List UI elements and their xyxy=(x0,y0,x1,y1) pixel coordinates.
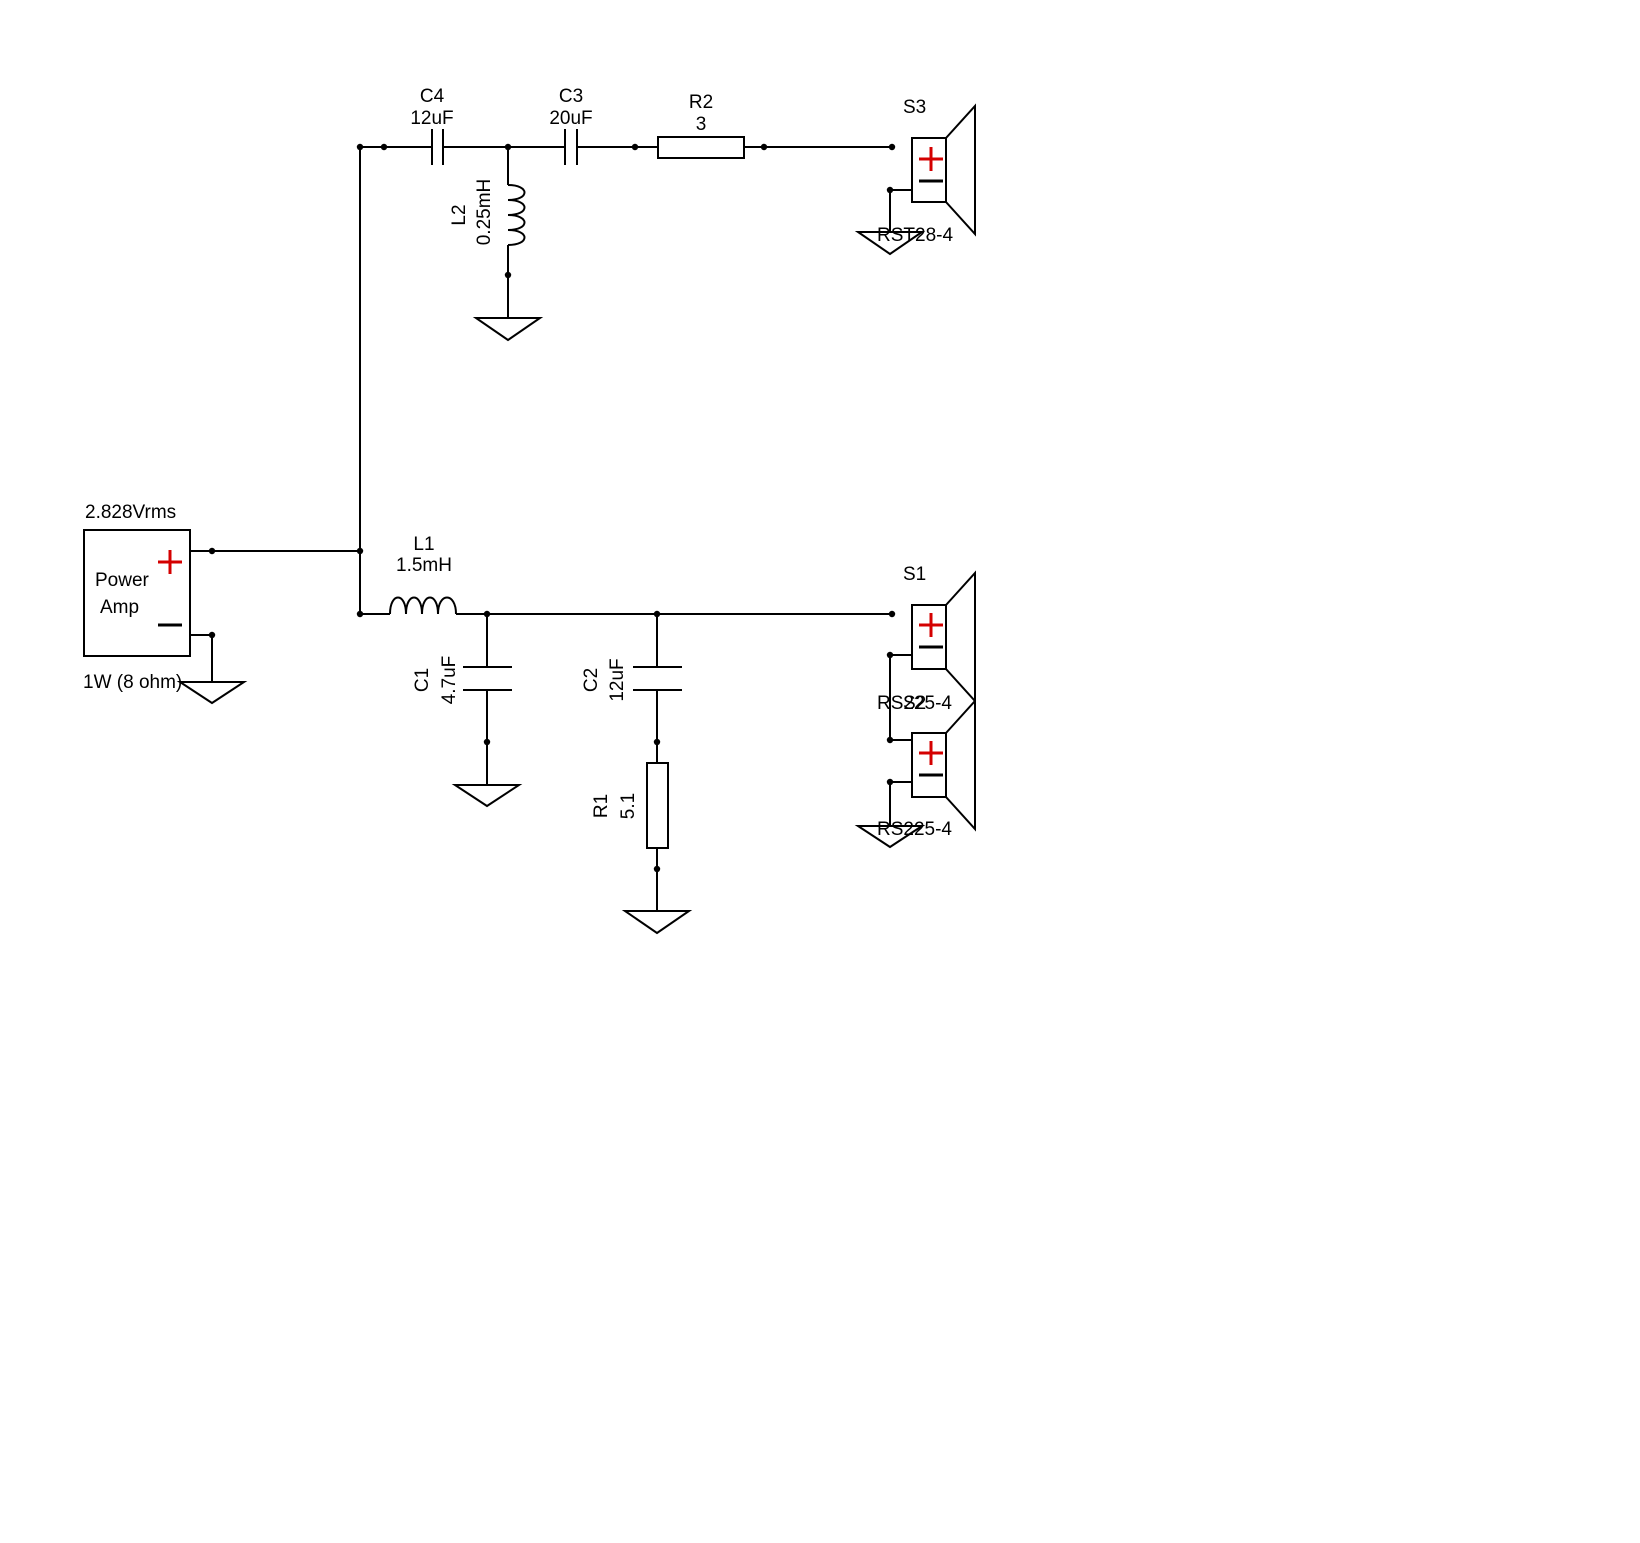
ground-icon-r1 xyxy=(621,910,693,935)
r2-ref-label: R2 xyxy=(689,92,713,113)
l1-ref-label: L1 xyxy=(413,534,434,555)
power-amp-body xyxy=(83,529,191,657)
l2-value-label: 0.25mH xyxy=(474,179,495,246)
capacitor-c3: C3 20uF xyxy=(549,86,593,165)
c4-ref-label: C4 xyxy=(420,86,445,107)
l2-ref-label: L2 xyxy=(449,204,470,225)
s3-model-label: RST28-4 xyxy=(877,225,953,246)
ground-icon-l2 xyxy=(472,317,544,342)
s1-model-label: RS225-4 xyxy=(877,693,952,714)
amp-plus-icon xyxy=(158,550,182,574)
speaker-s2: S2 RS225-4 xyxy=(877,693,976,840)
r2-value-label: 3 xyxy=(696,114,707,135)
l1-value-label: 1.5mH xyxy=(396,555,452,576)
amp-name-line1: Power xyxy=(95,570,150,591)
capacitor-c4: C4 12uF xyxy=(410,86,454,165)
ground-icon-s3 xyxy=(854,231,926,256)
resistor-r2: R2 3 xyxy=(657,92,745,159)
junction-dots xyxy=(208,143,896,873)
amp-name-line2: Amp xyxy=(100,597,139,618)
s2-ref-label: S2 xyxy=(903,693,926,714)
inductor-l2: L2 0.25mH xyxy=(449,179,526,246)
c2-value-label: 12uF xyxy=(607,658,628,701)
c1-ref-label: C1 xyxy=(412,668,433,692)
wires xyxy=(190,146,912,911)
c2-ref-label: C2 xyxy=(581,668,602,692)
resistor-r1: R1 5.1 xyxy=(591,762,669,849)
s3-ref-label: S3 xyxy=(903,97,926,118)
power-amp: 2.828Vrms Power Amp 1W (8 ohm) xyxy=(83,502,191,693)
c3-ref-label: C3 xyxy=(559,86,583,107)
speaker-s1: S1 xyxy=(903,564,976,704)
ground-icon-c1 xyxy=(451,784,523,808)
ground-icon-s2 xyxy=(854,825,926,849)
r1-ref-label: R1 xyxy=(591,794,612,818)
r1-value-label: 5.1 xyxy=(618,793,639,819)
ground-icon-amp xyxy=(176,681,248,705)
inductor-l1: L1 1.5mH xyxy=(389,534,457,615)
capacitor-c1: C1 4.7uF xyxy=(412,656,512,705)
c4-value-label: 12uF xyxy=(410,108,453,129)
s2-model-label: RS225-4 xyxy=(877,819,952,840)
amp-voltage-label: 2.828Vrms xyxy=(85,502,176,523)
c1-value-label: 4.7uF xyxy=(439,656,460,705)
s1-ref-label: S1 xyxy=(903,564,926,585)
c3-value-label: 20uF xyxy=(549,108,592,129)
speaker-s3: S3 RST28-4 xyxy=(877,97,976,246)
amp-rating-label: 1W (8 ohm) xyxy=(83,672,182,693)
capacitor-c2: C2 12uF xyxy=(581,658,682,702)
